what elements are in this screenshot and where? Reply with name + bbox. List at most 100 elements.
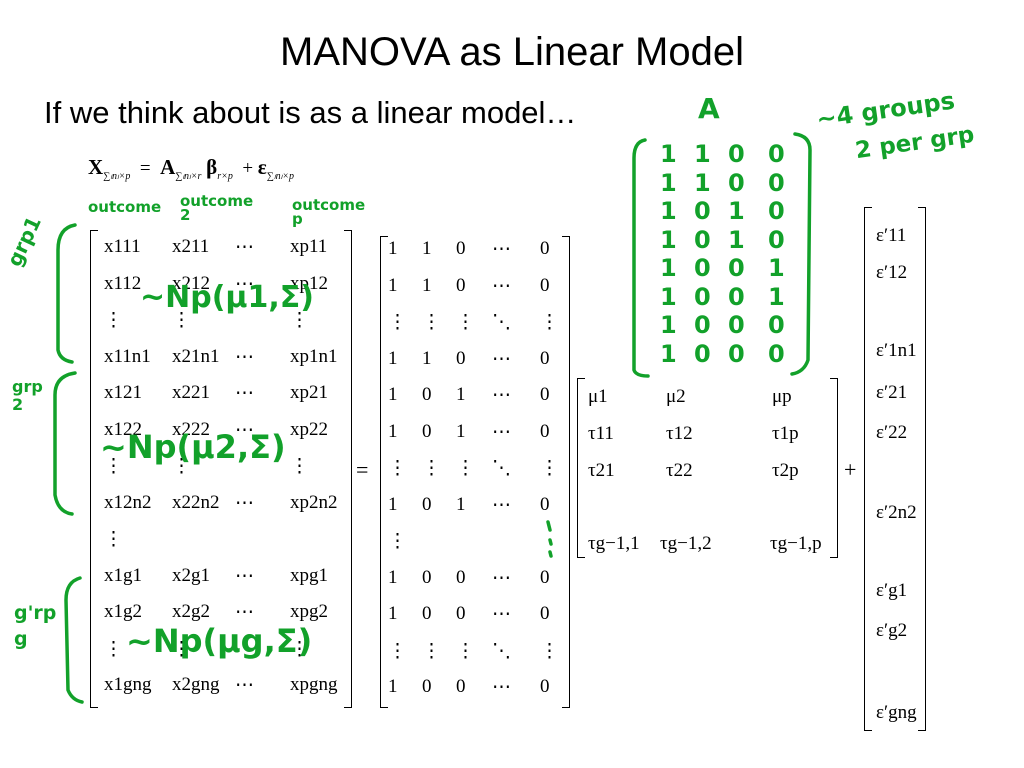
a-matrix-cell: 0 <box>540 603 550 624</box>
x-matrix-cell: x121 <box>104 382 142 403</box>
hand-matrix-cell: 0 <box>694 282 711 311</box>
x-matrix-cell: xp22 <box>290 418 328 440</box>
a-matrix-cell: 0 <box>422 603 432 624</box>
ink-dots <box>546 520 553 558</box>
x-matrix-cell: ⋮ <box>104 310 123 331</box>
eps-vector-cell: ε′g2 <box>876 620 908 641</box>
x-matrix-cell: ⋯ <box>235 237 254 258</box>
hand-matrix-cell: 0 <box>728 282 745 311</box>
x-matrix-cell: x2gng <box>172 674 220 695</box>
beta-matrix-cell: τ1p <box>772 423 799 444</box>
a-matrix-cell: ⋮ <box>540 312 559 333</box>
x-matrix-cell: ⋯ <box>235 273 254 295</box>
a-matrix-cell: 1 <box>388 603 398 624</box>
eps-vector-cell: ε′12 <box>876 262 908 283</box>
a-matrix-cell: ⋯ <box>492 385 511 406</box>
x-matrix-cell: ⋮ <box>104 529 123 550</box>
a-matrix-cell: 0 <box>422 420 432 442</box>
x-matrix-cell: xp21 <box>290 382 328 403</box>
hand-matrix-cell: 0 <box>694 254 711 282</box>
hand-matrix-cell: 0 <box>768 339 785 368</box>
a-matrix-cell: ⋯ <box>492 275 511 297</box>
a-matrix-cell: 0 <box>422 493 432 515</box>
x-matrix-right-bracket <box>344 230 352 708</box>
a-matrix-cell: 1 <box>388 384 398 405</box>
a-matrix-cell: ⋮ <box>388 640 407 662</box>
a-matrix-cell: 0 <box>540 238 550 259</box>
eq-a: A <box>160 155 176 179</box>
x-matrix-cell: ⋮ <box>172 310 191 331</box>
x-matrix-cell: xp1n1 <box>290 345 338 367</box>
x-matrix-cell: x2g2 <box>172 601 210 622</box>
hand-matrix-cell: 1 <box>660 282 677 311</box>
a-matrix-cell: ⋮ <box>422 312 441 333</box>
x-matrix-cell: x111 <box>104 236 141 257</box>
a-matrix-cell: ⋯ <box>492 494 511 516</box>
a-matrix-cell: 1 <box>388 420 398 442</box>
a-matrix-left-bracket <box>380 236 388 708</box>
x-matrix-cell: x22n2 <box>172 491 220 513</box>
hand-matrix-cell: 0 <box>768 140 785 168</box>
x-matrix-cell: ⋮ <box>104 456 123 477</box>
a-matrix-cell: 0 <box>422 566 432 588</box>
hand-matrix-cell: 0 <box>768 225 785 254</box>
a-matrix-cell: ⋮ <box>456 640 475 662</box>
beta-matrix-cell: τg−1,2 <box>660 533 712 554</box>
a-matrix-cell: ⋮ <box>388 458 407 479</box>
x-matrix-cell: ⋮ <box>290 638 309 660</box>
a-matrix-cell: 0 <box>456 566 466 588</box>
hand-matrix-cell: 1 <box>728 225 745 254</box>
eps-vector-cell: ε′22 <box>876 422 908 443</box>
a-matrix-cell: 0 <box>456 238 466 259</box>
note-grp2: grp 2 <box>12 377 43 414</box>
x-matrix-cell: ⋯ <box>235 383 254 404</box>
a-matrix-cell: ⋱ <box>492 640 511 662</box>
a-matrix-cell: 0 <box>540 493 550 515</box>
a-matrix-cell: ⋱ <box>492 458 511 479</box>
hand-matrix-cell: 0 <box>728 339 745 368</box>
a-matrix-cell: 1 <box>422 274 432 296</box>
x-matrix-cell: ⋮ <box>290 456 309 477</box>
a-matrix-cell: 0 <box>540 676 550 697</box>
note-outcome-p: outcome p <box>292 196 366 228</box>
a-matrix-cell: 0 <box>540 347 550 369</box>
a-matrix-cell: ⋮ <box>540 640 559 662</box>
model-equation: X∑ₗnₗ×p = A∑ₗnₗ×r βr×p + ε∑ₗnₗ×p <box>88 155 294 182</box>
x-matrix-cell: xp11 <box>290 236 328 257</box>
x-matrix-cell: x1g1 <box>104 564 142 586</box>
a-matrix-cell: ⋯ <box>492 239 511 260</box>
a-matrix-cell: 0 <box>422 676 432 697</box>
eps-vector-cell: ε′1n1 <box>876 340 917 361</box>
eq-eps: ε <box>257 155 267 179</box>
hand-matrix-cell: 0 <box>694 339 711 368</box>
hand-matrix-cell: 1 <box>694 140 711 168</box>
grp1-brace <box>56 223 77 364</box>
x-matrix-cell: xpgng <box>290 674 338 695</box>
a-matrix-cell: ⋮ <box>422 458 441 479</box>
a-matrix-right-bracket <box>562 236 570 708</box>
x-matrix-cell: ⋯ <box>235 602 254 623</box>
eq-x-sub: ∑ₗnₗ×p <box>103 170 131 182</box>
note-dist-grpg: ~Np(μg,Σ) <box>126 622 313 660</box>
hand-matrix-cell: 0 <box>768 168 785 197</box>
equals-operator: = <box>356 457 369 482</box>
x-matrix-cell: xp12 <box>290 272 328 294</box>
hand-matrix-cell: 1 <box>694 168 711 197</box>
note-outcome-2: outcome 2 <box>180 192 254 224</box>
beta-matrix-cell: μ2 <box>666 386 686 407</box>
x-matrix-cell: xp2n2 <box>290 491 338 513</box>
a-matrix-cell: ⋱ <box>492 312 511 333</box>
eps-vector-cell: ε′21 <box>876 382 908 403</box>
x-matrix-cell: xpg2 <box>290 601 328 622</box>
a-matrix-cell: 1 <box>388 566 398 588</box>
hand-matrix-cell: 1 <box>768 282 785 311</box>
beta-matrix-right-bracket <box>830 378 838 558</box>
x-matrix-cell: x221 <box>172 382 210 403</box>
hand-matrix-cell: 1 <box>660 254 677 282</box>
eq-eps-sub: ∑ₗnₗ×p <box>266 170 294 182</box>
hand-matrix-right-bracket <box>790 132 812 376</box>
eq-beta-sub: r×p <box>217 170 233 182</box>
a-matrix-cell: 1 <box>388 347 398 369</box>
x-matrix-cell: x11n1 <box>104 345 151 367</box>
a-matrix-cell: ⋮ <box>456 458 475 479</box>
